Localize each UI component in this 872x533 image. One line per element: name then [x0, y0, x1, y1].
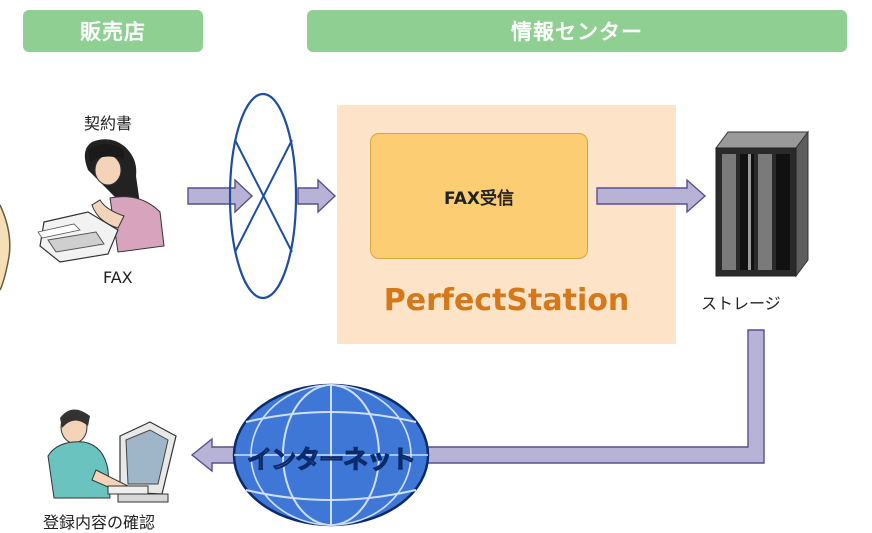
perfectstation-title: PerfectStation [383, 283, 630, 318]
partial-element [0, 204, 11, 291]
fax-receive-box: FAX受信 [370, 133, 588, 259]
storage-label: ストレージ [701, 294, 781, 313]
fax-receive-label: FAX受信 [444, 188, 514, 209]
dealer-header: 販売店 [23, 10, 203, 52]
info-center-header-label: 情報センター [511, 20, 643, 44]
confirm-label: 登録内容の確認 [43, 513, 156, 532]
info-center-header: 情報センター [307, 10, 847, 52]
arrow-network-to-panel [297, 178, 337, 214]
arrow-globe-to-user [190, 437, 237, 473]
arrow-to-storage [596, 178, 707, 214]
internet-label: インターネット [246, 444, 416, 474]
fax-label: FAX [103, 268, 133, 287]
dealer-header-label: 販売店 [80, 20, 146, 44]
contract-label: 契約書 [84, 114, 133, 133]
arrow-fax-to-network [187, 178, 254, 214]
arrow-storage-return [427, 329, 765, 464]
storage-server-icon [715, 130, 809, 278]
network-ellipse-icon [228, 92, 298, 300]
woman-fax-operator-icon [37, 139, 165, 263]
globe-icon [232, 383, 430, 527]
man-computer-user-icon [47, 409, 177, 503]
